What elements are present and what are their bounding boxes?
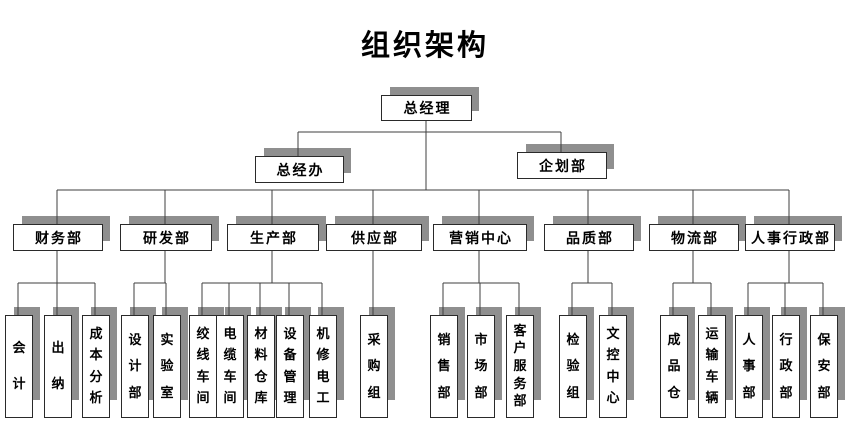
org-box-hr-admin-dept: 人事行政部 — [745, 224, 835, 251]
org-box-finance-dept: 财务部 — [13, 224, 103, 251]
chart-title: 组织架构 — [360, 28, 489, 62]
org-box-purchasing-group: 采购组 — [360, 315, 388, 418]
org-box-document-control-center: 文控中心 — [599, 315, 627, 418]
org-box-cable-workshop: 电缆车间 — [216, 315, 244, 418]
org-box-production-dept: 生产部 — [227, 224, 319, 251]
org-box-design-dept: 设计部 — [121, 315, 149, 418]
org-box-material-warehouse: 材料仓库 — [247, 315, 275, 418]
org-box-logistics-dept: 物流部 — [649, 224, 739, 251]
org-box-security-dept: 保安部 — [810, 315, 838, 418]
org-box-quality-dept: 品质部 — [544, 224, 634, 251]
org-box-laboratory: 实验室 — [153, 315, 181, 418]
org-box-rd-dept: 研发部 — [120, 224, 212, 251]
org-box-general-manager: 总经理 — [381, 95, 472, 121]
org-box-planning-dept: 企划部 — [517, 152, 607, 179]
org-box-stranding-workshop: 绞线车间 — [189, 315, 217, 418]
org-box-cashier: 出纳 — [44, 315, 72, 418]
org-box-sales-dept: 销售部 — [430, 315, 458, 418]
org-box-cost-analysis: 成本分析 — [82, 315, 110, 418]
org-box-supply-dept: 供应部 — [326, 224, 422, 251]
org-box-transport-vehicles: 运输车辆 — [698, 315, 726, 418]
org-box-market-dept: 市场部 — [467, 315, 495, 418]
org-box-inspection-group: 检验组 — [559, 315, 587, 418]
org-box-equipment-management: 设备管理 — [276, 315, 304, 418]
org-box-accounting: 会计 — [5, 315, 33, 418]
org-box-customer-service-dept: 客户服务部 — [506, 315, 534, 418]
org-box-admin-dept: 行政部 — [772, 315, 800, 418]
org-box-personnel-dept: 人事部 — [735, 315, 763, 418]
org-box-gm-office: 总经办 — [255, 156, 344, 183]
org-box-finished-goods-warehouse: 成品仓 — [660, 315, 688, 418]
org-box-maintenance-electrician: 机修电工 — [309, 315, 337, 418]
org-box-marketing-center: 营销中心 — [433, 224, 527, 251]
